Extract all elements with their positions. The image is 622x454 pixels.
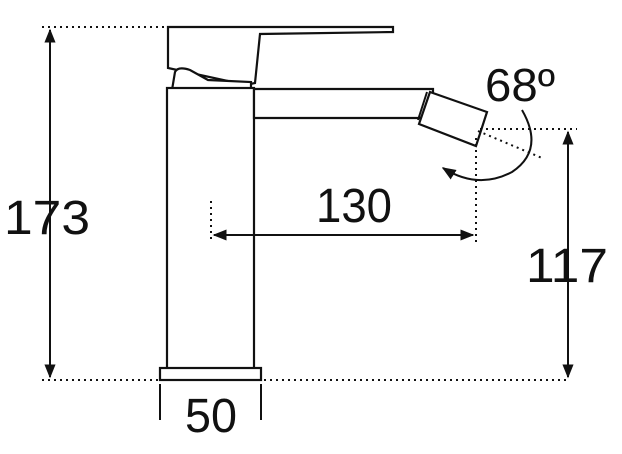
base-width-label: 50 [185,390,237,443]
total-height-label: 173 [4,192,90,245]
base-plate [158,366,263,382]
spout-reach-label: 130 [316,180,392,233]
spout-arm [252,87,435,120]
spout-height-label: 117 [526,240,608,293]
spout-nozzle [417,90,489,148]
dimension-base-width [159,384,262,420]
nozzle-ring [417,91,428,121]
handle-base [170,67,253,92]
faucet-body [165,86,256,372]
angle-arc-arrow [441,109,533,182]
dimension-spout-reach [210,138,477,243]
dimension-spout-height [480,128,577,379]
dimension-swivel-angle [441,109,543,182]
swivel-angle-label: 68º [485,59,555,111]
angle-reference-line [477,130,543,159]
faucet-outline [158,25,489,382]
dimension-total-height [42,26,168,379]
